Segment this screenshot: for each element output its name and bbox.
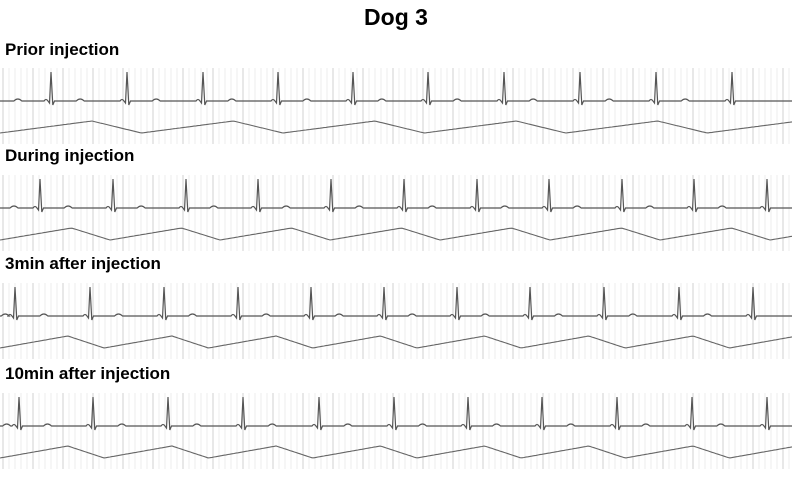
panel-label-during: During injection bbox=[5, 146, 135, 165]
recording-grid bbox=[2, 68, 790, 144]
respiration-series-line bbox=[0, 227, 792, 241]
ecg-series-line bbox=[0, 71, 792, 106]
panel-label-3min: 3min after injection bbox=[5, 254, 161, 273]
recording-grid bbox=[2, 175, 790, 251]
ecg-panel-prior bbox=[0, 68, 792, 144]
recording-grid bbox=[2, 393, 790, 469]
panel-label-10min: 10min after injection bbox=[5, 364, 171, 383]
respiration-series-line bbox=[0, 445, 792, 459]
panel-label-prior: Prior injection bbox=[5, 40, 120, 59]
respiration-series-line bbox=[0, 120, 792, 134]
ecg-series-line bbox=[0, 396, 792, 431]
ecg-series-line bbox=[0, 286, 792, 321]
ecg-panel-during bbox=[0, 175, 792, 251]
ecg-panel-3min bbox=[0, 283, 792, 359]
ecg-series-line bbox=[0, 178, 792, 213]
ecg-panel-10min bbox=[0, 393, 792, 469]
figure-title: Dog 3 bbox=[364, 4, 428, 30]
recording-grid bbox=[2, 283, 790, 359]
respiration-series-line bbox=[0, 335, 792, 349]
